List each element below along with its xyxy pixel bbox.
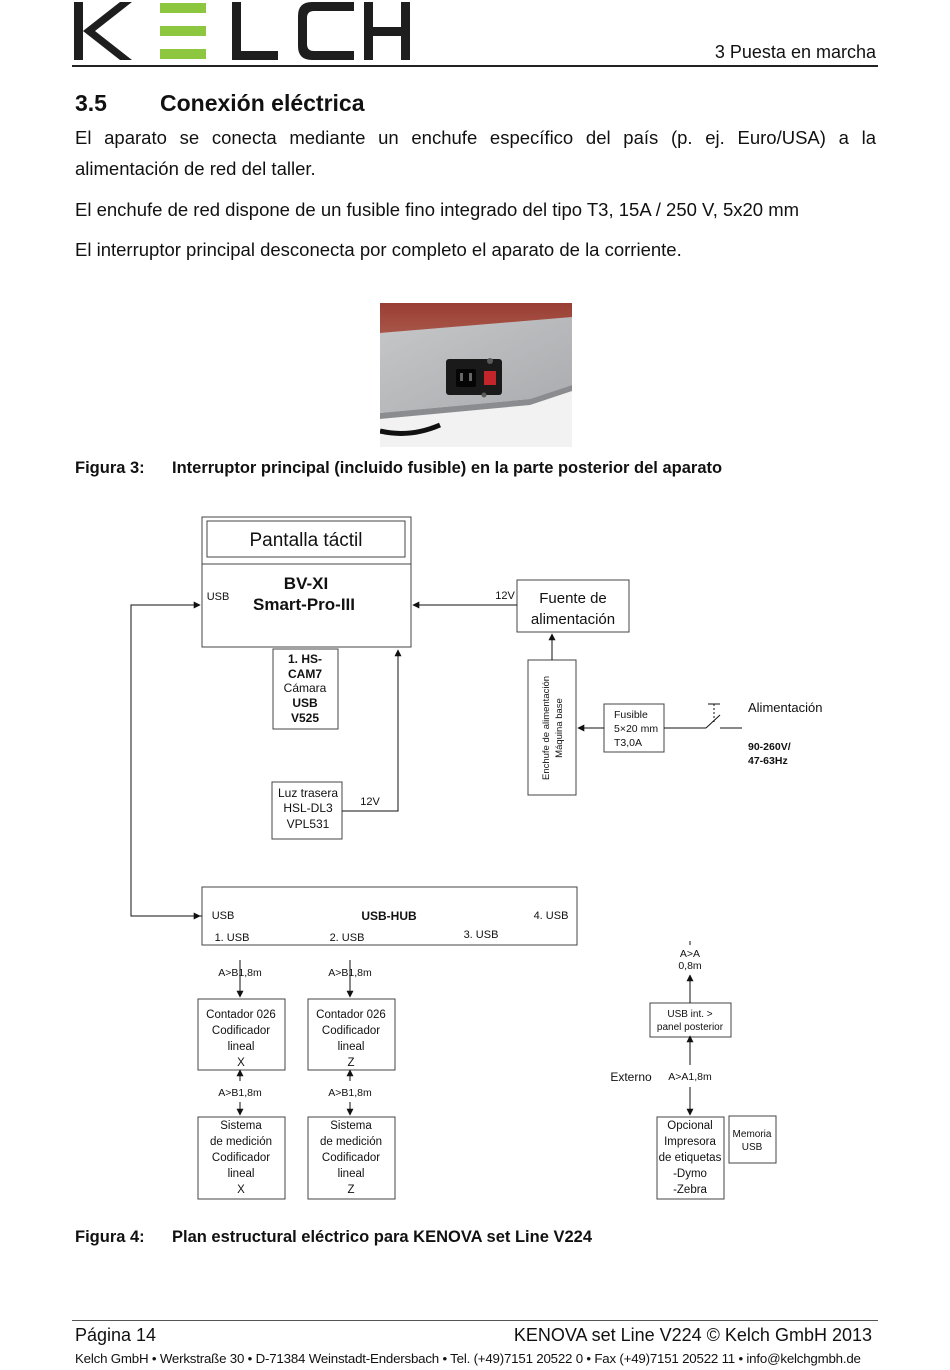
- opc-label-4: -Dymo: [673, 1168, 707, 1180]
- camera-label-2: CAM7: [288, 667, 322, 681]
- fusible-label-1: Fusible: [614, 709, 648, 721]
- bv-unit-box: [201, 516, 412, 648]
- hz-label: 47-63Hz: [748, 755, 788, 767]
- company-address: Kelch GmbH • Werkstraße 30 • D-71384 Wei…: [75, 1351, 861, 1366]
- volt-label: 90-260V/: [748, 741, 791, 753]
- luz-label-2: HSL-DL3: [283, 801, 333, 815]
- camera-label-4: USB: [292, 696, 318, 710]
- cable-aa-1: A>A: [680, 948, 700, 960]
- camera-label-5: V525: [291, 711, 319, 725]
- electrical-diagram: Pantalla táctil BV-XI Smart-Pro-III USB …: [130, 516, 822, 1200]
- sisz-label-2: de medición: [320, 1136, 382, 1148]
- hub-usb-label: USB: [212, 910, 235, 922]
- usbint-label-1: USB int. >: [667, 1009, 712, 1020]
- camera-label-1: 1. HS-: [288, 652, 322, 666]
- bv-label-1: BV-XI: [284, 574, 328, 593]
- figure-4-label: Figura 4:: [75, 1228, 145, 1246]
- fusible-label-3: T3,0A: [614, 737, 642, 749]
- hub-1usb-label: 1. USB: [215, 932, 250, 944]
- hub-title: USB-HUB: [361, 909, 417, 923]
- memoria-box: [728, 1115, 777, 1164]
- usbint-label-2: panel posterior: [657, 1022, 724, 1033]
- sisz-label-3: Codificador: [322, 1152, 380, 1164]
- paragraph-connection: El aparato se conecta mediante un enchuf…: [75, 127, 876, 179]
- enchufe-label-2: Máquina base: [554, 698, 565, 758]
- contz-label-4: Z: [347, 1057, 354, 1069]
- contx-label-1: Contador 026: [206, 1009, 276, 1021]
- v12-luz-label: 12V: [360, 796, 380, 808]
- fuente-box: [516, 579, 630, 633]
- pantalla-label: Pantalla táctil: [249, 530, 362, 551]
- fusible-label-2: 5×20 mm: [614, 723, 658, 735]
- section-title: Conexión eléctrica: [160, 90, 365, 116]
- figure-3-label: Figura 3:: [75, 459, 145, 477]
- sisx-label-3: Codificador: [212, 1152, 270, 1164]
- contx-label-2: Codificador: [212, 1025, 270, 1037]
- section-number: 3.5: [75, 90, 107, 116]
- opcional-box: [656, 1116, 725, 1200]
- sistema-x-box: [197, 1116, 286, 1200]
- cable-ab-2: A>B1,8m: [328, 967, 372, 979]
- cable-aa18: A>A1,8m: [668, 1071, 712, 1083]
- sisx-label-1: Sistema: [220, 1120, 262, 1132]
- cable-aa-2: 0,8m: [678, 960, 702, 972]
- mem-label-1: Memoria: [733, 1129, 772, 1140]
- figure-3-caption: Interruptor principal (incluido fusible)…: [172, 459, 723, 477]
- opc-label-1: Opcional: [667, 1120, 712, 1132]
- hub-3usb-label: 3. USB: [464, 929, 499, 941]
- bv-usb-label: USB: [207, 591, 230, 603]
- sisx-label-2: de medición: [210, 1136, 272, 1148]
- paragraph-fuse: El enchufe de red dispone de un fusible …: [75, 199, 800, 220]
- paragraph-main-switch: El interruptor principal desconecta por …: [75, 239, 682, 260]
- v12-top-label: 12V: [495, 590, 515, 602]
- contx-label-3: lineal: [228, 1041, 255, 1053]
- cable-ab-3: A>B1,8m: [218, 1087, 262, 1099]
- sisx-label-5: X: [237, 1184, 245, 1196]
- hub-2usb-label: 2. USB: [330, 932, 365, 944]
- chapter-title: 3 Puesta en marcha: [714, 42, 876, 62]
- sisx-label-4: lineal: [228, 1168, 255, 1180]
- cable-ab-4: A>B1,8m: [328, 1087, 372, 1099]
- sistema-z-box: [307, 1116, 396, 1200]
- fuente-label-2: alimentación: [531, 611, 615, 628]
- opc-label-2: Impresora: [664, 1136, 716, 1148]
- camera-box: [272, 648, 339, 730]
- mem-label-2: USB: [742, 1142, 763, 1153]
- luz-label-1: Luz trasera: [278, 786, 338, 800]
- figure-4-caption: Plan estructural eléctrico para KENOVA s…: [172, 1228, 592, 1246]
- enchufe-label-1: Enchufe de alimentación: [541, 676, 552, 780]
- header-divider: [72, 65, 878, 67]
- sisz-label-5: Z: [347, 1184, 354, 1196]
- pantalla-box: [206, 520, 406, 558]
- fuente-label-1: Fuente de: [539, 590, 607, 607]
- contx-label-4: X: [237, 1057, 245, 1069]
- alimentacion-label: Alimentación: [748, 700, 822, 715]
- contz-label-3: lineal: [338, 1041, 365, 1053]
- contz-label-2: Codificador: [322, 1025, 380, 1037]
- kelch-logo: [74, 2, 410, 60]
- sisz-label-1: Sistema: [330, 1120, 372, 1132]
- page-number: Página 14: [75, 1325, 157, 1345]
- bv-label-2: Smart-Pro-III: [253, 595, 355, 614]
- footer-divider: [72, 1320, 878, 1321]
- hub-4usb-label: 4. USB: [534, 910, 569, 922]
- camera-label-3: Cámara: [284, 681, 327, 695]
- contz-label-1: Contador 026: [316, 1009, 386, 1021]
- main-switch-photo: [380, 303, 572, 447]
- opc-label-3: de etiquetas: [659, 1152, 722, 1164]
- sisz-label-4: lineal: [338, 1168, 365, 1180]
- enchufe-box: [527, 659, 577, 796]
- document-reference: KENOVA set Line V224 © Kelch GmbH 2013: [513, 1325, 872, 1345]
- opc-label-5: -Zebra: [673, 1184, 707, 1196]
- externo-label: Externo: [610, 1070, 652, 1084]
- cable-ab-1: A>B1,8m: [218, 967, 262, 979]
- luz-label-3: VPL531: [287, 817, 330, 831]
